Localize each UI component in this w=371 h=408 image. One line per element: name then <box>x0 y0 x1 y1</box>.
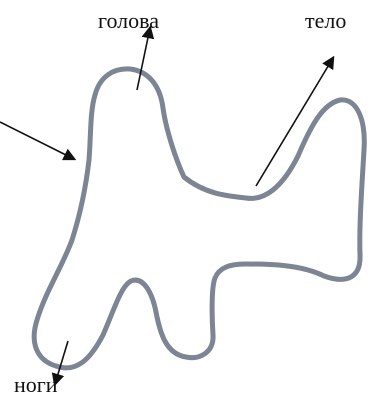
arrow-head <box>137 28 150 90</box>
arrow-left <box>0 122 74 159</box>
blob-outline <box>34 69 364 368</box>
label-body: тело <box>305 10 346 32</box>
label-legs: ноги <box>14 374 58 396</box>
label-head: голова <box>98 10 159 32</box>
